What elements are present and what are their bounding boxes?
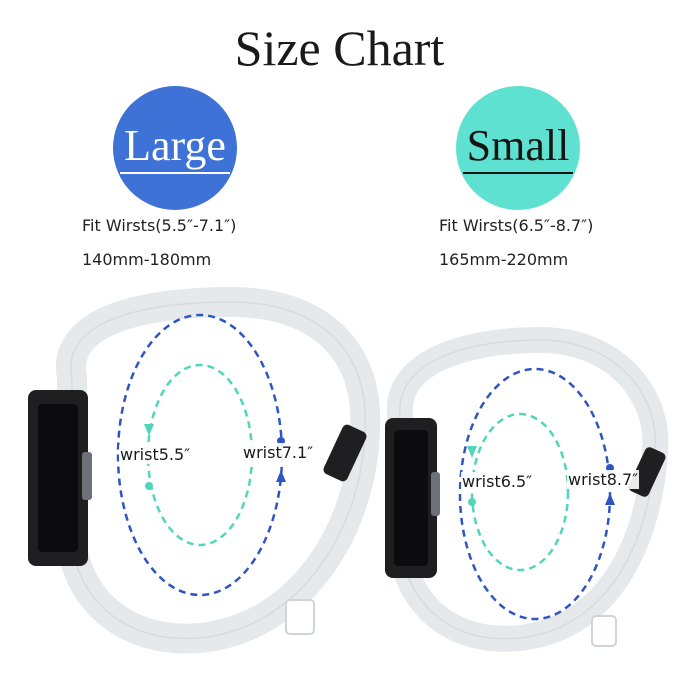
large-mm-range: 140mm-180mm [82, 250, 212, 269]
large-tracker-screen [38, 404, 78, 552]
large-fit-range: Fit Wirsts(5.5″-7.1″) [82, 216, 237, 235]
small-tracker-screen [394, 430, 428, 566]
small-outer-wrist-path [458, 367, 612, 621]
large-wrist-max-label: wrist7.1″ [242, 443, 315, 462]
small-outer-arrow-icon [605, 493, 615, 505]
small-buckle [591, 615, 617, 647]
small-inner-arrow-icon [467, 446, 477, 458]
large-inner-arrow-icon [144, 424, 154, 436]
large-band-loop [55, 286, 381, 654]
small-fit-range: Fit Wirsts(6.5″-8.7″) [439, 216, 594, 235]
large-wrist-min-label: wrist5.5″ [119, 445, 192, 464]
small-band-illustration [385, 326, 669, 652]
large-band-illustration [28, 286, 381, 654]
small-tracker-button [431, 472, 440, 516]
small-wrist-min-label: wrist6.5″ [461, 472, 534, 491]
small-inner-start-dot [468, 498, 476, 506]
small-size-badge: Small [456, 86, 580, 210]
large-outer-arrow-icon [276, 470, 286, 482]
large-tracker-button [82, 452, 92, 500]
large-size-badge: Large [113, 86, 237, 210]
large-band-tip [323, 424, 367, 482]
small-mm-range: 165mm-220mm [439, 250, 569, 269]
large-size-label: Large [120, 122, 230, 174]
large-buckle [285, 599, 315, 635]
small-size-label: Small [462, 122, 574, 174]
page-title: Size Chart [234, 20, 445, 76]
small-wrist-max-label: wrist8.7″ [567, 470, 640, 489]
small-inner-wrist-path [470, 412, 570, 572]
large-inner-start-dot [145, 482, 153, 490]
